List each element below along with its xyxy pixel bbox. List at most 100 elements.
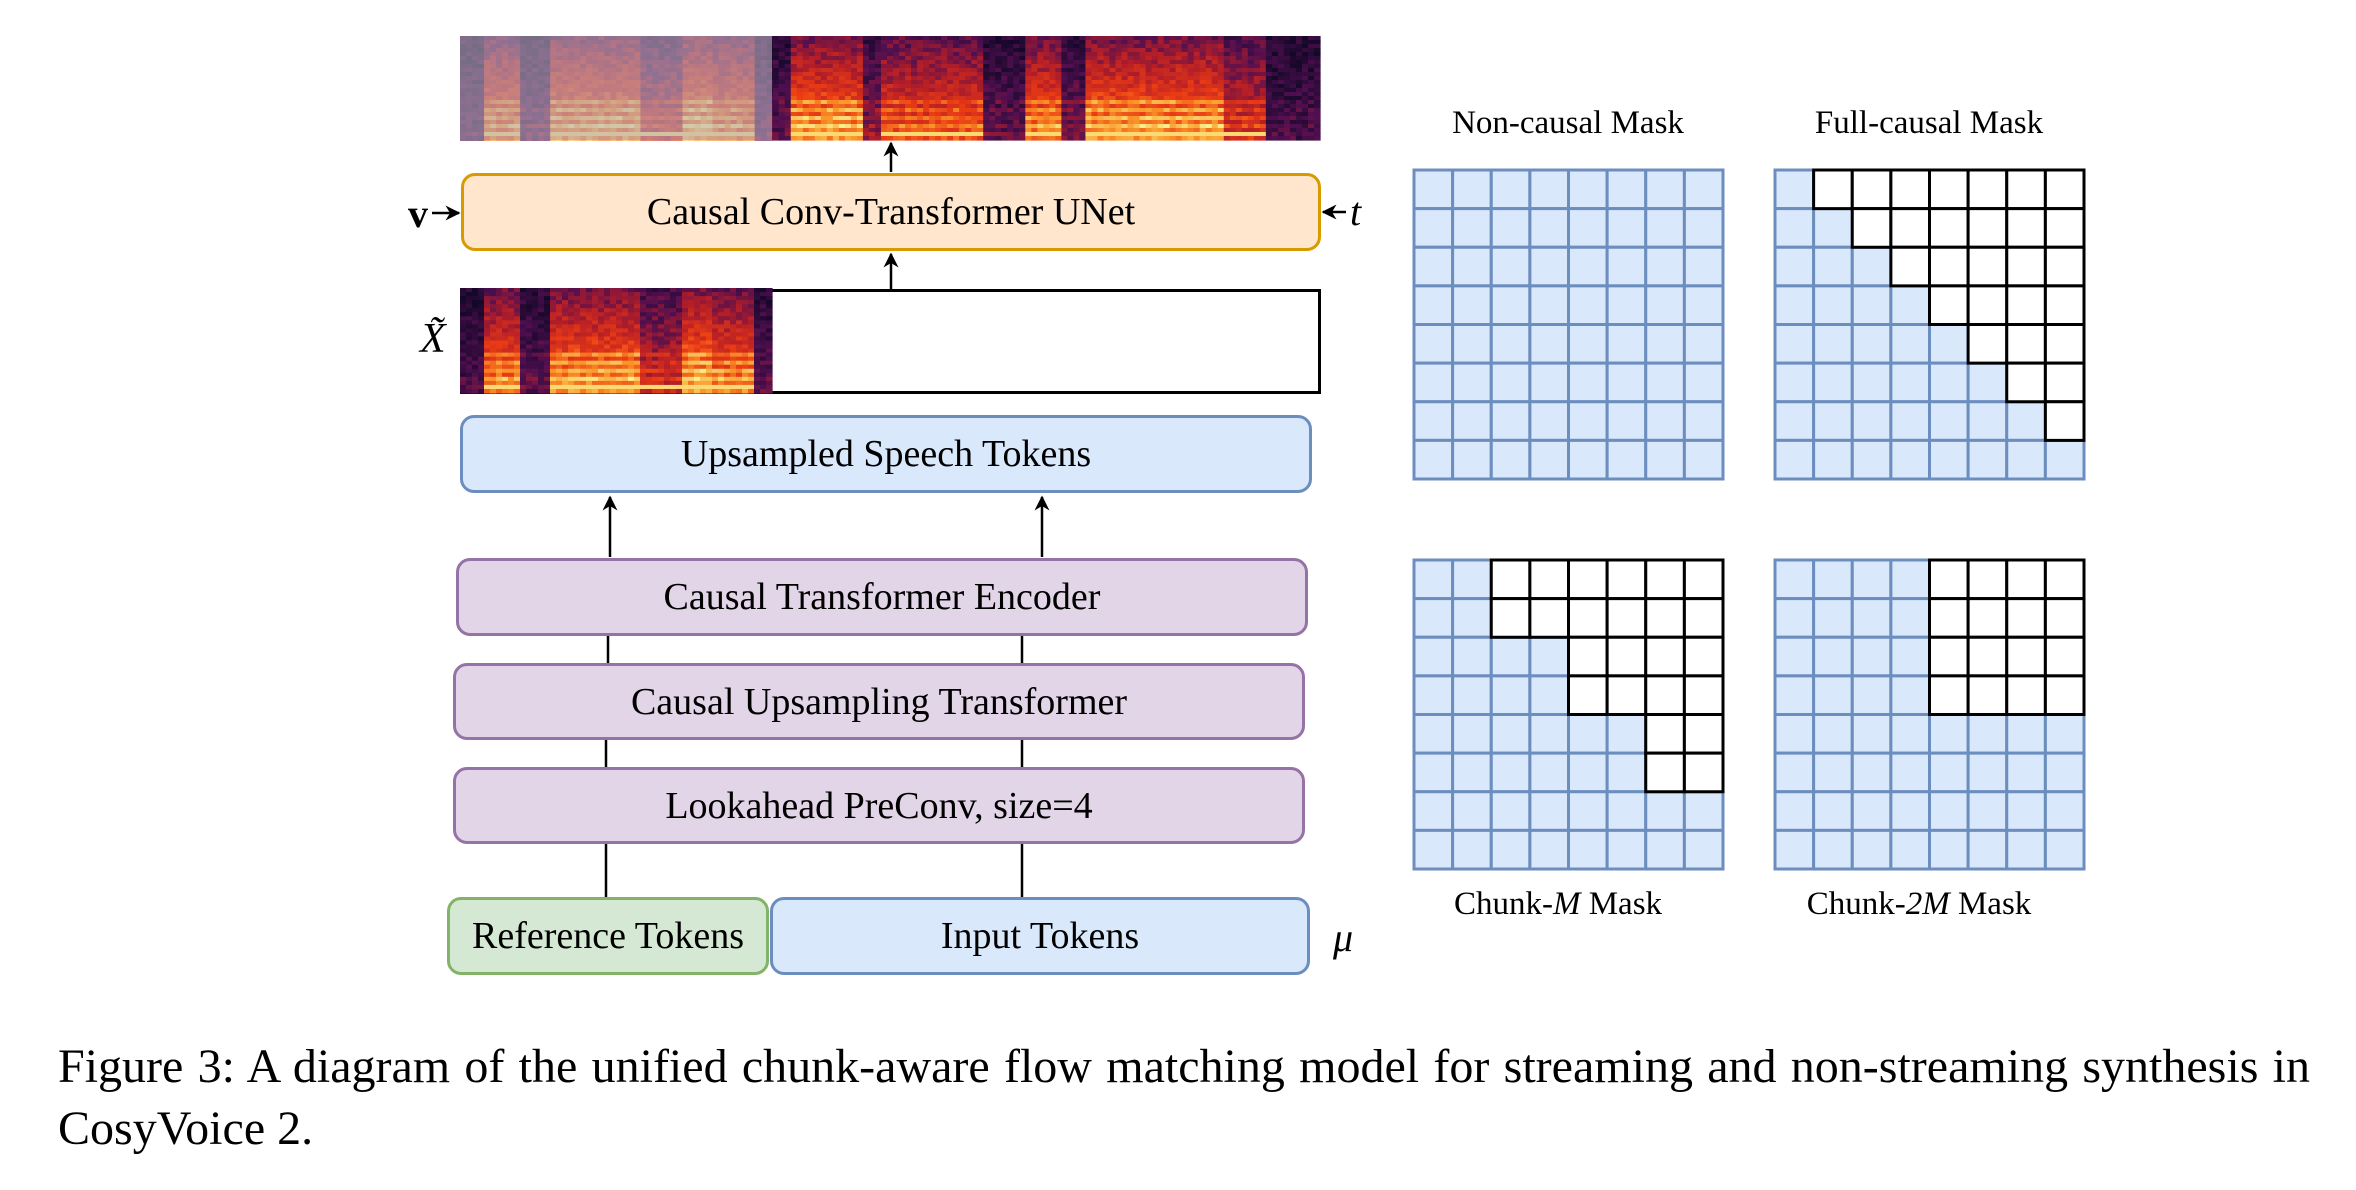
unet-label: Causal Conv-Transformer UNet bbox=[646, 191, 1136, 233]
mask-cell-visible bbox=[1451, 207, 1493, 249]
mask-cell-visible bbox=[1682, 323, 1725, 365]
mask-cell-masked bbox=[1567, 635, 1609, 678]
mask-cell-visible bbox=[1966, 828, 2009, 871]
mask-cell-visible bbox=[1850, 828, 1893, 871]
mask-cell-visible bbox=[1889, 323, 1931, 365]
mask-cell-visible bbox=[1451, 361, 1493, 404]
mask-cell-visible bbox=[1889, 790, 1931, 832]
mask-cell-visible bbox=[1928, 438, 1970, 481]
mu-symbol: μ bbox=[1333, 915, 1354, 960]
mask-cell-masked bbox=[1644, 751, 1686, 794]
input-tokens-label: Input Tokens bbox=[940, 915, 1140, 957]
mask-cell-masked bbox=[1567, 674, 1609, 716]
mask-cell-visible bbox=[2043, 790, 2086, 832]
causal-transformer-encoder-block: Causal Transformer Encoder bbox=[456, 558, 1308, 636]
mask-cell-visible bbox=[1773, 790, 1816, 832]
mask-cell-visible bbox=[1773, 207, 1816, 249]
mask-cell-visible bbox=[1412, 207, 1455, 249]
mask-cell-masked bbox=[2043, 597, 2086, 639]
mask-cell-visible bbox=[1850, 597, 1893, 639]
mask-cell-visible bbox=[1605, 361, 1648, 404]
mask-cell-masked bbox=[1489, 558, 1532, 601]
mask-cell-visible bbox=[2005, 713, 2047, 755]
mask-cell-visible bbox=[1489, 284, 1532, 326]
mask-cell-visible bbox=[1451, 438, 1493, 481]
mask-cell-visible bbox=[1412, 674, 1455, 716]
upsampled-speech-tokens-block: Upsampled Speech Tokens bbox=[460, 415, 1312, 493]
mask-cell-masked bbox=[1928, 674, 1970, 716]
mask-cell-masked bbox=[2043, 361, 2086, 404]
mask-cell-masked bbox=[1966, 674, 2009, 716]
mask-cell-visible bbox=[1451, 245, 1493, 288]
mask-cell-visible bbox=[1528, 400, 1570, 442]
mask-cell-visible bbox=[1773, 597, 1816, 639]
mask-cell-masked bbox=[1966, 323, 2009, 365]
mask-cell-visible bbox=[1889, 828, 1931, 871]
mask-cell-masked bbox=[2005, 323, 2047, 365]
mask-cell-visible bbox=[1682, 245, 1725, 288]
mask-cell-visible bbox=[1567, 207, 1609, 249]
mask-title-text: Full-causal Mask bbox=[1814, 105, 2044, 141]
mask-cell-visible bbox=[1528, 168, 1570, 211]
mask-cell-visible bbox=[1850, 790, 1893, 832]
mask-grid-chunk-m bbox=[1412, 558, 1725, 871]
mask-cell-visible bbox=[1812, 400, 1854, 442]
mask-cell-masked bbox=[2043, 207, 2086, 249]
mask-cell-visible bbox=[1928, 713, 1970, 755]
mask-cell-visible bbox=[1412, 168, 1455, 211]
mask-cell-visible bbox=[1412, 438, 1455, 481]
mask-cell-masked bbox=[1928, 635, 1970, 678]
mask-cell-visible bbox=[1889, 361, 1931, 404]
mask-cell-visible bbox=[1644, 438, 1686, 481]
mask-cell-visible bbox=[1682, 400, 1725, 442]
mask-cell-visible bbox=[1682, 828, 1725, 871]
mask-cell-visible bbox=[1966, 713, 2009, 755]
mask-cell-visible bbox=[1889, 751, 1931, 794]
mask-cell-visible bbox=[1605, 284, 1648, 326]
mask-cell-visible bbox=[1489, 438, 1532, 481]
mask-cell-visible bbox=[1451, 674, 1493, 716]
mask-cell-visible bbox=[1644, 284, 1686, 326]
mask-cell-masked bbox=[1528, 597, 1570, 639]
mask-cell-visible bbox=[1605, 168, 1648, 211]
mask-cell-masked bbox=[2005, 558, 2047, 601]
mask-cell-masked bbox=[2043, 323, 2086, 365]
mask-cell-visible bbox=[1412, 713, 1455, 755]
mask-cell-visible bbox=[1850, 558, 1893, 601]
mask-cell-visible bbox=[1528, 713, 1570, 755]
mask-cell-masked bbox=[2005, 361, 2047, 404]
mask-cell-visible bbox=[1567, 713, 1609, 755]
mask-cell-visible bbox=[1412, 790, 1455, 832]
mask-cell-masked bbox=[2005, 245, 2047, 288]
mask-title-text: Mask bbox=[1580, 886, 1663, 922]
mask-cell-visible bbox=[1773, 828, 1816, 871]
mask-cell-visible bbox=[1773, 168, 1816, 211]
mask-cell-masked bbox=[1567, 597, 1609, 639]
mask-cell-visible bbox=[1928, 323, 1970, 365]
t-symbol: t bbox=[1350, 189, 1362, 234]
mask-cell-visible bbox=[1966, 438, 2009, 481]
mask-cell-visible bbox=[1605, 751, 1648, 794]
mask-cell-visible bbox=[1812, 713, 1854, 755]
mask-cell-visible bbox=[1605, 400, 1648, 442]
mask-cell-masked bbox=[1682, 713, 1725, 755]
mask-cell-visible bbox=[1528, 361, 1570, 404]
mask-cell-masked bbox=[1966, 207, 2009, 249]
mask-cell-masked bbox=[2043, 284, 2086, 326]
mask-cell-visible bbox=[1489, 635, 1532, 678]
mask-cell-masked bbox=[2005, 168, 2047, 211]
mask-cell-masked bbox=[2043, 674, 2086, 716]
mask-cell-visible bbox=[1812, 207, 1854, 249]
mask-cell-visible bbox=[1812, 361, 1854, 404]
input-tokens-block: Input Tokens bbox=[770, 897, 1310, 975]
mask-cell-masked bbox=[1605, 674, 1648, 716]
mask-cell-visible bbox=[1567, 323, 1609, 365]
mask-cell-masked bbox=[1928, 245, 1970, 288]
mask-cell-visible bbox=[1850, 438, 1893, 481]
mask-cell-visible bbox=[1412, 828, 1455, 871]
x-tilde-symbol: X̃ bbox=[420, 316, 446, 362]
mask-cell-visible bbox=[1644, 400, 1686, 442]
mask-cell-masked bbox=[1928, 168, 1970, 211]
mask-cell-visible bbox=[1489, 713, 1532, 755]
mask-cell-visible bbox=[1489, 361, 1532, 404]
